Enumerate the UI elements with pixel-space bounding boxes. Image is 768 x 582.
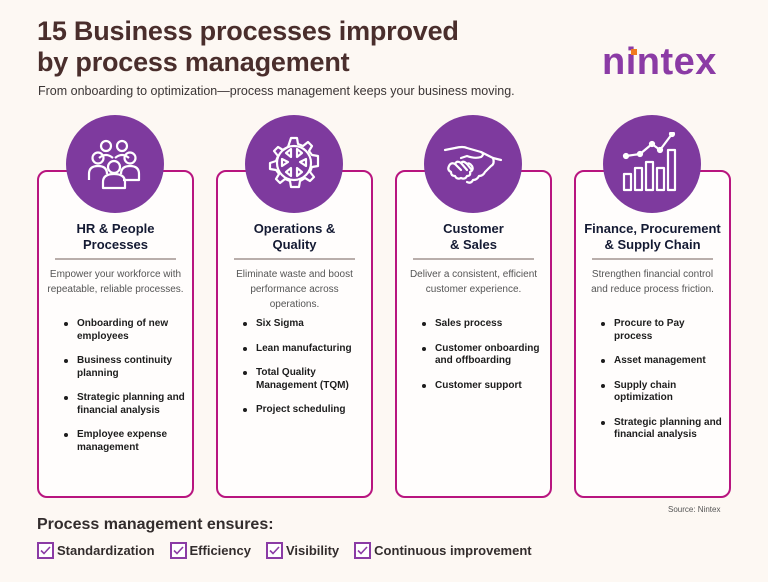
page-subtitle: From onboarding to optimization—process … — [38, 84, 515, 98]
list-item: Strategic planning and financial analysi… — [61, 392, 186, 417]
list-item: Onboarding of new employees — [61, 318, 186, 343]
card-list: Onboarding of new employees Business con… — [61, 318, 186, 466]
divider — [413, 258, 534, 260]
card-list: Six Sigma Lean manufacturing Total Quali… — [240, 318, 365, 429]
handshake-icon — [424, 115, 522, 213]
card-list: Sales process Customer onboarding and of… — [419, 318, 544, 404]
nintex-logo: nintex — [602, 40, 717, 84]
list-item: Procure to Pay process — [598, 318, 723, 343]
card-title: HR & People Processes — [39, 221, 192, 253]
people-group-icon — [66, 115, 164, 213]
list-item: Supply chain optimization — [598, 380, 723, 405]
list-item: Customer support — [419, 380, 544, 393]
list-item: Lean manufacturing — [240, 343, 365, 356]
check-item-efficiency: Efficiency — [169, 542, 251, 559]
logo-accent-dot — [631, 49, 637, 55]
divider — [234, 258, 355, 260]
card-finance-procurement: Finance, Procurement & Supply Chain Stre… — [574, 170, 731, 498]
card-description: Eliminate waste and boost performance ac… — [236, 269, 353, 310]
card-hr-people: HR & People Processes Empower your workf… — [37, 170, 194, 498]
card-list: Procure to Pay process Asset management … — [598, 318, 723, 454]
ensures-checklist: Standardization Efficiency Visibility Co… — [37, 542, 547, 559]
card-operations-quality: Operations & Quality Eliminate waste and… — [216, 170, 373, 498]
gear-icon — [245, 115, 343, 213]
card-title-line: & Sales — [450, 237, 497, 252]
list-item: Business continuity planning — [61, 355, 186, 380]
checkbox-icon — [354, 542, 372, 559]
card-description: Deliver a consistent, efficient customer… — [409, 269, 538, 295]
card-title-line: & Supply Chain — [604, 237, 701, 252]
check-item-standardization: Standardization — [37, 542, 155, 559]
ensures-title: Process management ensures: — [37, 516, 274, 533]
check-item-visibility: Visibility — [265, 542, 340, 559]
card-description: Strengthen financial control and reduce … — [591, 269, 714, 295]
card-title-line: Quality — [272, 237, 317, 252]
checkbox-icon — [37, 542, 54, 559]
list-item: Total Quality Management (TQM) — [240, 367, 365, 392]
logo-text: nintex — [602, 41, 717, 83]
card-title-line: Processes — [82, 237, 149, 252]
check-label: Continuous improvement — [374, 543, 532, 558]
card-customer-sales: Customer & Sales Deliver a consistent, e… — [395, 170, 552, 498]
list-item: Project scheduling — [240, 404, 365, 417]
list-item: Customer onboarding and offboarding — [419, 343, 544, 368]
list-item: Employee expense management — [61, 429, 186, 454]
list-item: Asset management — [598, 355, 723, 368]
card-title: Customer & Sales — [397, 221, 550, 253]
page-title: 15 Business processes improved by proces… — [37, 16, 459, 78]
card-title-line: Operations & — [253, 221, 336, 236]
card-title-line: HR & People — [76, 221, 155, 236]
card-title-line: Customer — [443, 221, 504, 236]
list-item: Strategic planning and financial analysi… — [598, 417, 723, 442]
title-line-1: 15 Business processes improved — [37, 16, 459, 46]
check-item-continuous-improvement: Continuous improvement — [354, 542, 532, 559]
divider — [592, 258, 713, 260]
list-item: Six Sigma — [240, 318, 365, 331]
source-note: Source: Nintex — [668, 505, 721, 514]
checkbox-icon — [169, 542, 187, 559]
card-title: Finance, Procurement & Supply Chain — [576, 221, 729, 253]
checkbox-icon — [265, 542, 283, 559]
card-title: Operations & Quality — [218, 221, 371, 253]
divider — [55, 258, 176, 260]
bar-chart-trend-icon — [603, 115, 701, 213]
check-label: Standardization — [57, 543, 155, 558]
list-item: Sales process — [419, 318, 544, 331]
check-label: Efficiency — [189, 543, 251, 558]
card-description: Empower your workforce with repeatable, … — [47, 269, 184, 295]
title-line-2: by process management — [37, 47, 350, 77]
check-label: Visibility — [285, 543, 340, 558]
card-title-line: Finance, Procurement — [584, 221, 721, 236]
